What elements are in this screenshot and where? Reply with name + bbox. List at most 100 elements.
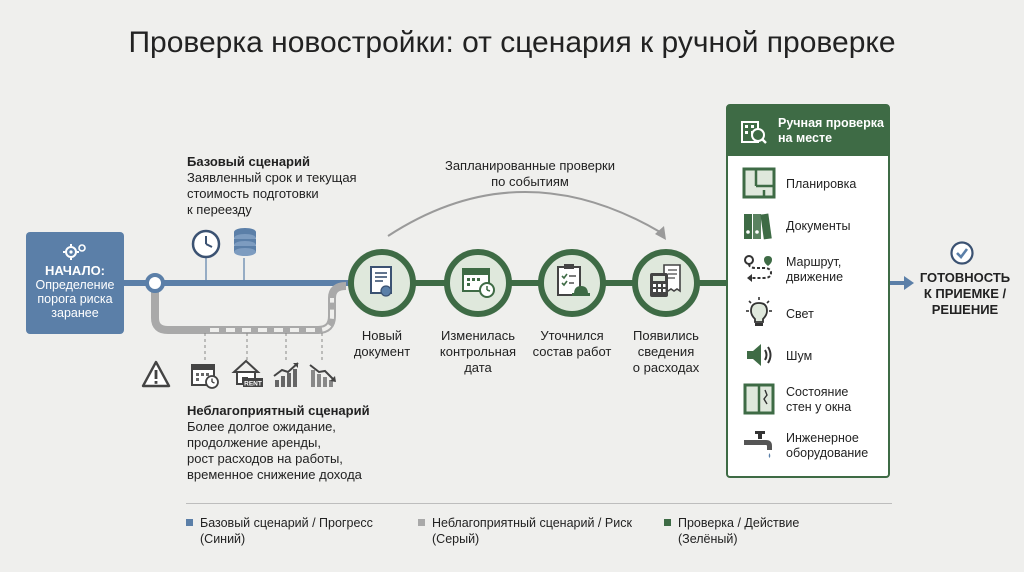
panel-header: Ручная проверка на месте <box>728 106 888 156</box>
event-2-line-1: Изменилась <box>440 328 515 343</box>
panel-item-noise-label: Шум <box>786 336 882 376</box>
event-2-line-2: контрольная <box>439 344 517 359</box>
legend-2-line-1: Неблагоприятный сценарий / Риск <box>432 516 632 530</box>
item-7-line-1: Инженерное <box>786 431 859 445</box>
event-circle-document <box>348 249 416 317</box>
rent-sign: RENT <box>244 381 262 388</box>
panel-title-2: на месте <box>778 131 833 145</box>
event-circle-works <box>538 249 606 317</box>
base-scenario-text-2: стоимость подготовки <box>187 186 319 201</box>
calendar-clock-gray-icon <box>191 364 219 389</box>
start-box: НАЧАЛО: Определение порога риска заранее <box>26 232 124 334</box>
event-label-works: Уточнился состав работ <box>522 328 622 360</box>
panel-item-walls: Состояние стен у окна <box>742 380 882 420</box>
panel-item-walls-label: Состояние стен у окна <box>786 380 882 420</box>
base-scenario-title: Базовый сценарий <box>187 154 310 169</box>
panel-title: Ручная проверка на месте <box>778 116 884 146</box>
legend-text-base: Базовый сценарий / Прогресс (Синий) <box>200 515 373 547</box>
legend-1-line-2: (Синий) <box>200 532 246 546</box>
panel-item-route: Маршрут, движение <box>742 250 882 290</box>
item-3-line-1: Маршрут, <box>786 255 842 269</box>
event-label-expenses: Появились сведения о расходах <box>616 328 716 376</box>
adverse-scenario: Неблагоприятный сценарий Более долгое ож… <box>187 403 370 483</box>
gray-risk-dash <box>210 298 334 332</box>
event-label-document: Новый документ <box>332 328 432 360</box>
floorplan-icon <box>742 167 776 199</box>
panel-item-light-label: Свет <box>786 294 882 334</box>
legend-3-line-1: Проверка / Действие <box>678 516 800 530</box>
planned-checks-label: Запланированные проверки по событиям <box>420 158 640 190</box>
manual-check-panel: Ручная проверка на месте Планировка Доку… <box>726 104 890 478</box>
start-text-1: Определение <box>35 278 115 292</box>
item-5-line-1: Шум <box>786 348 813 363</box>
legend-2-line-2: (Серый) <box>432 532 480 546</box>
panel-item-light: Свет <box>742 294 882 334</box>
base-scenario-text-1: Заявленный срок и текущая <box>187 170 357 185</box>
panel-item-documents: Документы <box>742 206 882 246</box>
item-3-line-2: движение <box>786 270 844 284</box>
adverse-scenario-text-3: рост расходов на работы, <box>187 451 343 466</box>
event-label-date: Изменилась контрольная дата <box>428 328 528 376</box>
gray-risk-path <box>151 282 347 334</box>
start-text-2: порога риска <box>37 292 113 306</box>
panel-item-route-label: Маршрут, движение <box>786 250 882 290</box>
item-4-line-1: Свет <box>786 306 814 321</box>
planned-checks-text-1: Запланированные проверки <box>444 158 616 173</box>
result-arrowhead <box>904 276 914 290</box>
warning-icon <box>141 360 171 388</box>
item-7-line-2: оборудование <box>786 446 869 460</box>
legend-swatch-gray <box>418 519 425 526</box>
event-circle-date <box>444 249 512 317</box>
base-scenario-text-3: к переезду <box>187 202 252 217</box>
result-label: ГОТОВНОСТЬ К ПРИЕМКЕ / РЕШЕНИЕ <box>910 270 1020 318</box>
event-1-line-1: Новый <box>361 328 403 343</box>
event-4-line-3: о расходах <box>632 360 700 375</box>
clock-icon <box>191 229 221 259</box>
adverse-scenario-title: Неблагоприятный сценарий <box>187 403 370 418</box>
result-line-3: РЕШЕНИЕ <box>931 302 999 317</box>
legend-3-line-2: (Зелёный) <box>678 532 738 546</box>
speaker-icon <box>747 344 772 366</box>
panel-item-noise: Шум <box>742 336 882 376</box>
page-title: Проверка новостройки: от сценария к ручн… <box>128 26 896 59</box>
calendar-clock-icon <box>462 268 495 298</box>
legend-item-base: Базовый сценарий / Прогресс (Синий) <box>186 515 406 549</box>
result-line-2: К ПРИЕМКЕ / <box>923 286 1007 301</box>
arc-arrowhead <box>655 226 666 240</box>
legend-divider <box>186 503 892 504</box>
adverse-scenario-text-4: временное снижение дохода <box>187 467 362 482</box>
panel-item-engineering-label: Инженерное оборудование <box>786 426 882 466</box>
event-circle-expenses <box>632 249 700 317</box>
legend-item-adverse: Неблагоприятный сценарий / Риск (Серый) <box>418 515 648 549</box>
legend-swatch-green <box>664 519 671 526</box>
item-1-line-1: Планировка <box>786 176 857 191</box>
legend-swatch-blue <box>186 519 193 526</box>
chart-up-icon <box>273 362 299 387</box>
calculator-receipt-icon <box>650 264 681 297</box>
event-1-line-2: документ <box>353 344 411 359</box>
panel-item-engineering: Инженерное оборудование <box>742 426 882 466</box>
item-6-line-1: Состояние <box>786 385 849 399</box>
clipboard-hardhat-icon <box>557 264 590 296</box>
legend-1-line-1: Базовый сценарий / Прогресс <box>200 516 373 530</box>
chart-down-icon <box>309 364 336 387</box>
adverse-scenario-text-2: продолжение аренды, <box>187 435 321 450</box>
window-icon <box>743 383 775 415</box>
item-6-line-2: стен у окна <box>786 400 852 414</box>
item-2-line-1: Документы <box>786 218 851 233</box>
event-4-line-1: Появились <box>633 328 699 343</box>
route-icon <box>744 255 773 282</box>
event-4-line-2: сведения <box>637 344 695 359</box>
coins-icon <box>234 228 256 256</box>
event-2-line-3: дата <box>464 360 492 375</box>
legend-text-adverse: Неблагоприятный сценарий / Риск (Серый) <box>432 515 632 547</box>
check-circle-icon <box>950 241 974 265</box>
event-3-line-2: состав работ <box>532 344 612 359</box>
gears-icon <box>26 240 124 262</box>
event-3-line-1: Уточнился <box>540 328 604 343</box>
binders-icon <box>744 213 772 240</box>
panel-title-1: Ручная проверка <box>778 116 884 130</box>
building-magnifier-icon <box>741 121 767 144</box>
legend-text-action: Проверка / Действие (Зелёный) <box>678 515 799 547</box>
panel-item-layout-label: Планировка <box>786 164 882 204</box>
